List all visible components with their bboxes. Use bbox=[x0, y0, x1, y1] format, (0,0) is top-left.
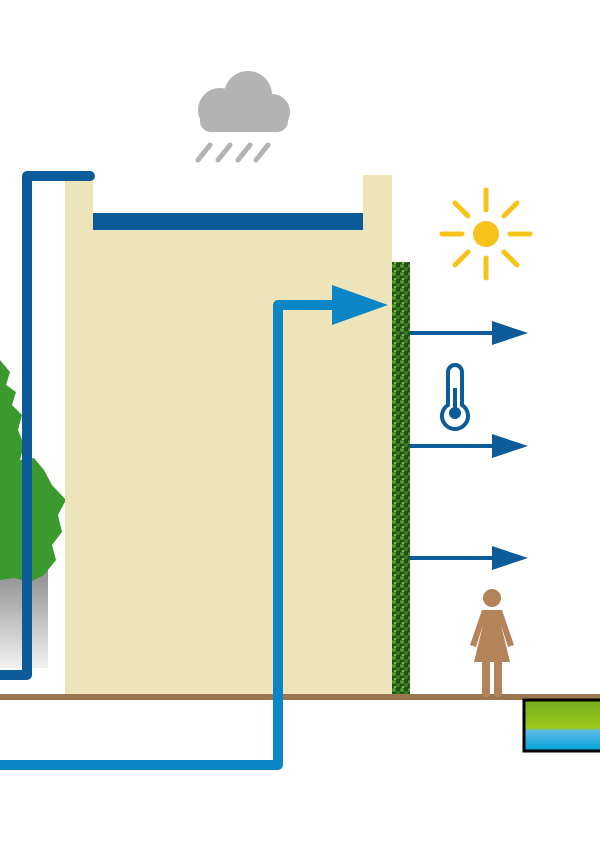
supply-pipe-arrow bbox=[0, 285, 388, 770]
person-icon bbox=[470, 589, 514, 697]
rain-cloud-icon bbox=[195, 71, 290, 163]
thermometer-icon bbox=[440, 363, 470, 431]
ground-line bbox=[0, 694, 600, 700]
sun-icon bbox=[439, 187, 533, 281]
roof-water-layer bbox=[93, 213, 363, 230]
roof-cutout bbox=[93, 170, 363, 213]
tree-icon bbox=[0, 360, 66, 668]
rain-drops bbox=[195, 142, 271, 163]
cooling-arrows bbox=[410, 321, 528, 570]
supply-pipe bbox=[0, 300, 340, 770]
roof-drain-pipe bbox=[0, 171, 95, 680]
building-body bbox=[65, 175, 392, 695]
tree-foliage bbox=[0, 360, 66, 582]
building bbox=[65, 170, 392, 695]
arrowhead-icon bbox=[332, 285, 388, 325]
green-wall bbox=[392, 262, 410, 695]
arrow-icon bbox=[410, 321, 528, 345]
arrow-icon bbox=[410, 546, 528, 570]
pond-icon bbox=[522, 698, 600, 753]
arrow-icon bbox=[410, 434, 528, 458]
